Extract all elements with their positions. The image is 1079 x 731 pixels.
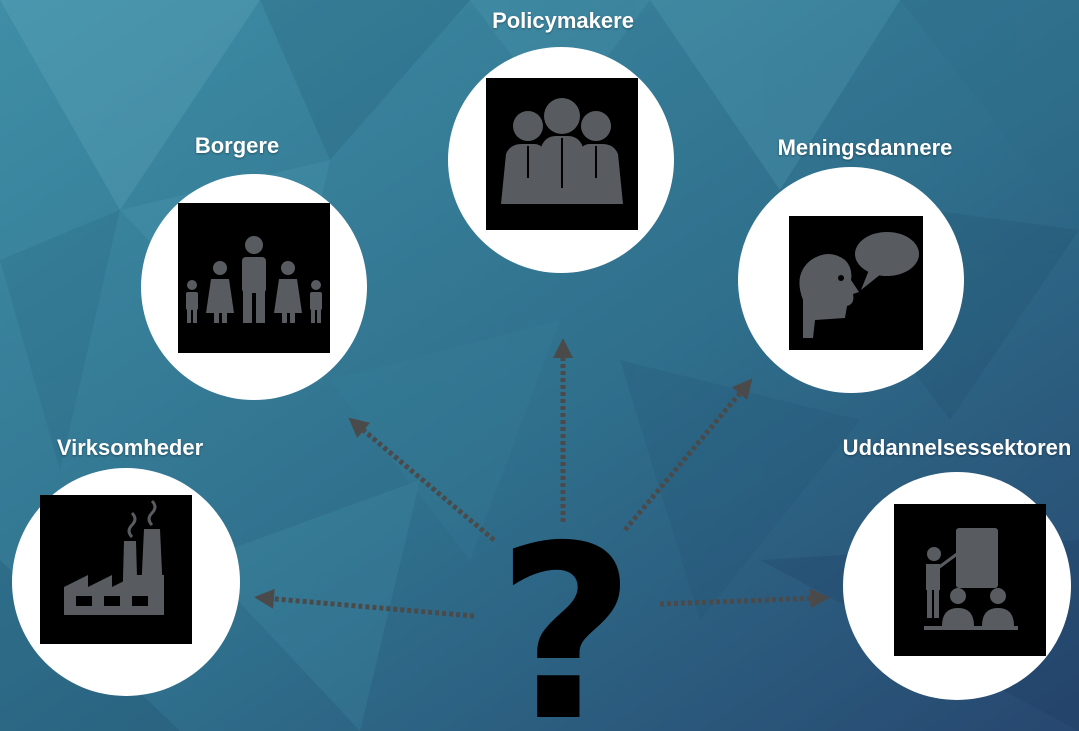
node-circle-policymakere: [448, 47, 674, 273]
node-circle-virksomheder: [12, 468, 240, 696]
node-circle-uddannelsessektoren: [843, 472, 1071, 700]
factory-icon: [40, 495, 192, 644]
family-icon: [178, 203, 330, 353]
node-label-borgere: Borgere: [194, 133, 280, 158]
node-label-uddannelsessektoren: Uddannelsessektoren: [842, 435, 1072, 460]
arrow-to-virksomheder: [254, 588, 475, 619]
classroom-icon: [894, 504, 1046, 656]
arrow-to-borgere: [348, 417, 496, 542]
arrow-to-meningsdannere: [623, 378, 753, 532]
node-circle-meningsdannere: [738, 167, 964, 393]
node-label-policymakere: Policymakere: [492, 8, 634, 33]
node-label-meningsdannere: Meningsdannere: [777, 135, 953, 160]
arrow-to-uddannelsessektoren: [659, 588, 830, 609]
business-group-icon: [486, 78, 638, 230]
speaking-head-icon: [789, 216, 923, 350]
node-label-virksomheder: Virksomheder: [56, 435, 204, 460]
question-mark-icon: ?: [496, 494, 636, 731]
node-circle-borgere: [141, 174, 367, 400]
